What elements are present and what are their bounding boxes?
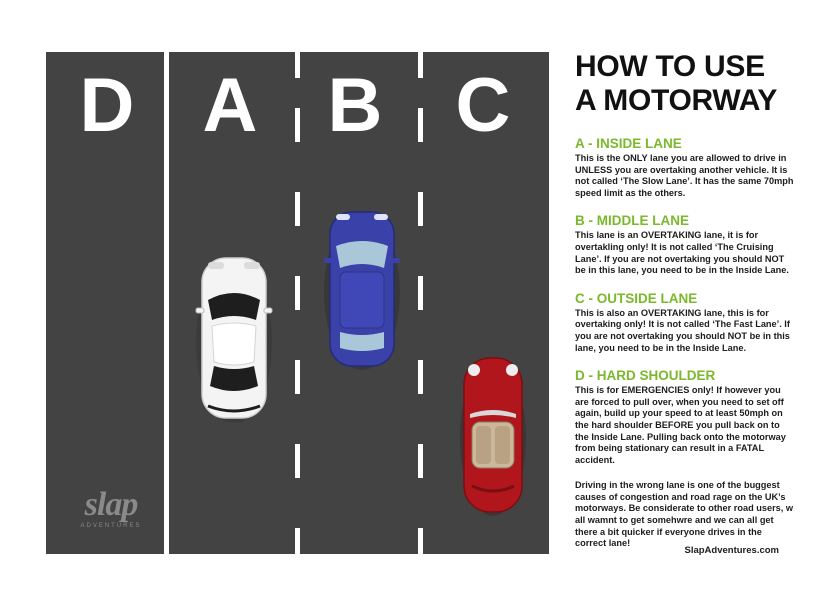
hard-shoulder-line [164, 52, 169, 554]
lane-dash [418, 192, 423, 226]
lane-dash [295, 444, 300, 478]
lane-dash [295, 192, 300, 226]
lane-letter-b: B [327, 63, 383, 148]
logo-word: slap [84, 486, 139, 523]
section-body: This is for EMERGENCIES only! If however… [575, 385, 786, 465]
section-title: D - HARD SHOULDER [575, 368, 716, 384]
title-line-2: A MOTORWAY [575, 84, 778, 117]
section-body: This lane is an OVERTAKING lane, it is f… [575, 230, 789, 276]
section-middle-lane: B - MIDDLE LANE This lane is an OVERTAKI… [575, 213, 795, 276]
lane-divider-ab [295, 52, 300, 554]
section-body: This is also an OVERTAKING lane, this is… [575, 307, 790, 353]
closing-paragraph: Driving in the wrong lane is one of the … [575, 480, 794, 549]
lane-letter-d: D [79, 63, 135, 148]
lane-dash [418, 360, 423, 394]
lane-dash [295, 528, 300, 554]
section-hard-shoulder: D - HARD SHOULDER This is for EMERGENCIE… [575, 368, 795, 466]
lane-letter-c: C [455, 63, 511, 148]
lane-dash [418, 276, 423, 310]
page-title: HOW TO USE A MOTORWAY [575, 50, 795, 118]
lane-dash [418, 528, 423, 554]
lane-dash [418, 52, 423, 78]
lane-dash [418, 108, 423, 142]
section-outside-lane: C - OUTSIDE LANE This is also an OVERTAK… [575, 291, 795, 354]
motorway-road: D A B C [46, 52, 549, 554]
lane-dash [295, 360, 300, 394]
logo-subtitle: ADVENTURES [80, 523, 142, 529]
title-line-1: HOW TO USE [575, 50, 765, 83]
lane-dash [418, 444, 423, 478]
blue-car [324, 211, 400, 370]
website-link[interactable]: SlapAdventures.com [684, 545, 780, 556]
white-car [195, 257, 273, 422]
section-title: C - OUTSIDE LANE [575, 290, 698, 306]
red-convertible [460, 357, 526, 516]
lane-dash [295, 108, 300, 142]
slap-adventures-logo: slap ADVENTURES [66, 486, 156, 530]
section-title: B - MIDDLE LANE [575, 213, 689, 229]
lane-divider-bc [418, 52, 423, 554]
info-panel: HOW TO USE A MOTORWAY A - INSIDE LANE Th… [575, 50, 795, 550]
section-title: A - INSIDE LANE [575, 136, 682, 151]
section-body: This is the ONLY lane you are allowed to… [575, 153, 794, 198]
lane-dash [295, 52, 300, 78]
lane-dash [295, 276, 300, 310]
section-inside-lane: A - INSIDE LANE This is the ONLY lane yo… [575, 136, 795, 199]
lane-letter-a: A [202, 63, 258, 148]
